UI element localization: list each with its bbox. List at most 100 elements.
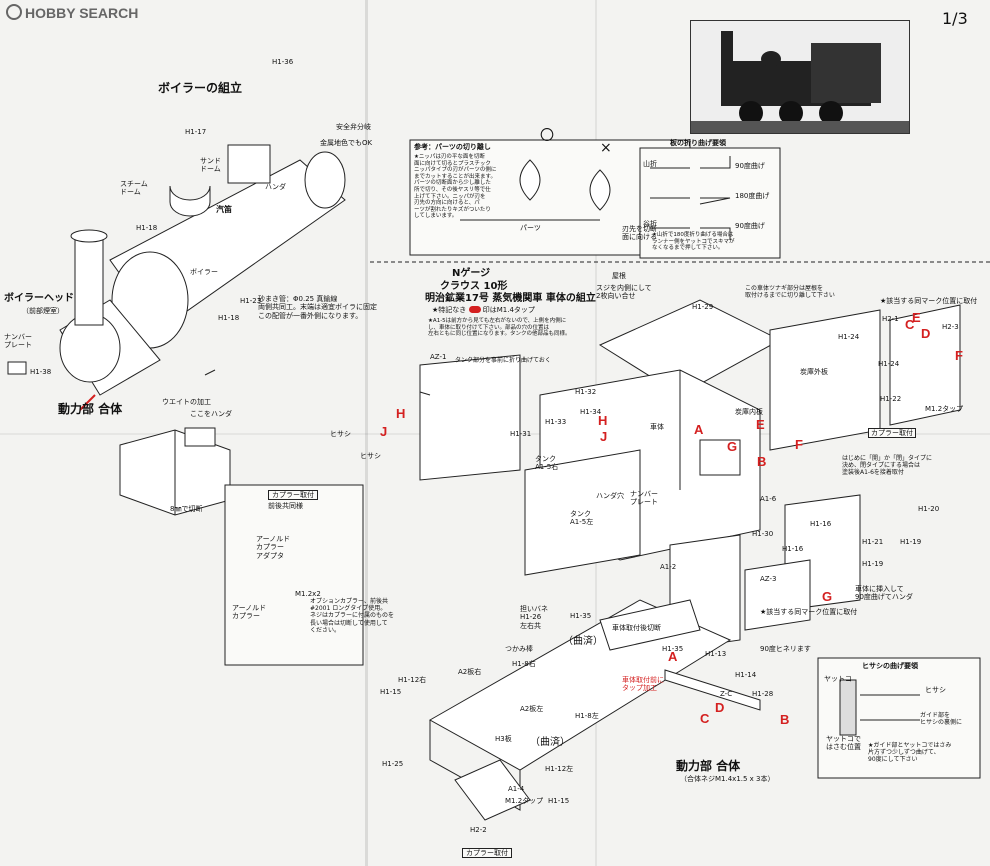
zc-label: Z-C bbox=[720, 690, 733, 698]
part-label-h1-25: H1-25 bbox=[382, 760, 404, 768]
body-handle-note: 車体に挿入して 90度曲げてハンダ bbox=[855, 585, 913, 602]
visor-pliers-position: ヤットコで はさむ位置 bbox=[826, 735, 861, 752]
bend-90-label: 90度曲げ bbox=[735, 162, 765, 170]
visor-label-1: ヒサシ bbox=[330, 430, 351, 438]
part-label-h1-15b: H1-15 bbox=[548, 797, 570, 805]
steam-dome-label: スチーム ドーム bbox=[120, 180, 148, 197]
sand-dome-label: サンド ドーム bbox=[200, 157, 221, 174]
part-label-h1-12l: H1-12左 bbox=[545, 765, 574, 773]
a12-label: A1-2 bbox=[660, 563, 677, 571]
cab-inner-label: 炭庫内板 bbox=[735, 408, 763, 416]
bend-90b-label: 90度曲げ bbox=[735, 222, 765, 230]
tap-note: ★特記なき 印はM1.4タップ bbox=[432, 306, 535, 314]
part-label-h1-24a: H1-24 bbox=[838, 333, 860, 341]
mark-f-body: F bbox=[795, 437, 803, 452]
bend-box-note: ★山折で180度折り曲げる場合は ランナー側をヤットコでスキマが なくなるまで押… bbox=[652, 232, 735, 252]
roof-label: 屋根 bbox=[612, 272, 626, 280]
gauge-label: Nゲージ bbox=[452, 268, 491, 279]
same-mark-top-label: ★該当する同マーク位置に取付 bbox=[880, 297, 978, 305]
mark-e: E bbox=[912, 310, 921, 325]
coupler-box-title: カプラー取付 bbox=[268, 490, 318, 501]
part-label-h1-30: H1-30 bbox=[752, 530, 774, 538]
part-label-a1-4: A1-4 bbox=[508, 785, 525, 793]
part-label-h1-16a: H1-16 bbox=[810, 520, 832, 528]
bend-180-label: 180度曲げ bbox=[735, 192, 770, 200]
body-number-plate-label: ナンバー プレート bbox=[630, 490, 658, 507]
mark-j-1: J bbox=[380, 424, 388, 439]
visor-box-title: ヒサシの曲げ要領 bbox=[862, 662, 918, 670]
m12-tap-frame-label: M1.2タップ bbox=[505, 797, 544, 805]
mark-b-frame: B bbox=[780, 712, 790, 727]
tip-box-title: 参考：パーツの切り離し bbox=[414, 143, 491, 151]
model-title: 明治鉱業17号 蒸気機関車 車体の組立 bbox=[425, 293, 596, 304]
part-label-h1-34: H1-34 bbox=[580, 408, 602, 416]
body-coupler-attach-text: カプラー取付 bbox=[871, 429, 913, 437]
part-label-h1-23: H1-23 bbox=[240, 297, 262, 305]
tip-part-label: パーツ bbox=[520, 224, 541, 232]
solder-here-label: ここをハンダ bbox=[190, 410, 232, 418]
mark-a: A bbox=[694, 422, 704, 437]
part-label-h1-32: H1-32 bbox=[575, 388, 597, 396]
locomotive-photo bbox=[690, 20, 910, 134]
roof-note: スジを内側にして 2枚向い合せ bbox=[596, 284, 652, 301]
az3-label: AZ-3 bbox=[760, 575, 777, 583]
curve-bend-label-1: （曲済） bbox=[563, 636, 603, 647]
part-label-h1-33: H1-33 bbox=[545, 418, 567, 426]
paper-fold-vertical-1 bbox=[365, 0, 368, 866]
cab-outer-label: 炭庫外板 bbox=[800, 368, 828, 376]
mark-h-1: H bbox=[396, 406, 406, 421]
mark-c: C bbox=[905, 317, 915, 332]
part-label-h1-8r: H1-8右 bbox=[512, 660, 536, 668]
same-mark-g-label: ★該当する同マーク位置に取付 bbox=[760, 608, 858, 616]
bend-outer-fold: 山折 bbox=[643, 160, 657, 168]
boiler-label: ボイラー bbox=[190, 268, 218, 276]
weight-process-label: ウエイトの加工 bbox=[162, 398, 211, 406]
part-label-h1-38: H1-38 bbox=[30, 368, 52, 376]
visor-guide-label: ガイド部を ヒサシの裏側に bbox=[920, 712, 963, 727]
blade-note: 刃先を切断 面に向ける bbox=[622, 225, 657, 242]
part-label-h1-12r: H1-12右 bbox=[398, 676, 427, 684]
side-panel-note: はじめに「開」か「閉」タイプに 決め、閉タイプにする場合は 塗装後A1-6を接着… bbox=[842, 455, 933, 477]
mark-d: D bbox=[921, 326, 931, 341]
part-label-h1-17: H1-17 bbox=[185, 128, 207, 136]
mark-b: B bbox=[757, 454, 767, 469]
frame-tap-note: 車体取付前に タップ加工 bbox=[622, 676, 664, 693]
boiler-head-label: ボイラーヘッド bbox=[4, 293, 74, 304]
ng-mark: × bbox=[600, 140, 612, 156]
part-label-h1-22: H1-22 bbox=[880, 395, 902, 403]
mark-h-2: H bbox=[598, 413, 608, 428]
boiler-head-sub-label: （前部煙室） bbox=[22, 307, 64, 315]
mark-g: G bbox=[727, 439, 738, 454]
powertrain-combine-label: 動力部 合体 bbox=[58, 402, 123, 416]
class-label: クラウス 10形 bbox=[440, 281, 508, 292]
mark-g-az3: G bbox=[822, 589, 833, 604]
part-label-h1-14: H1-14 bbox=[735, 671, 757, 679]
part-label-h2-3: H2-3 bbox=[942, 323, 959, 331]
part-label-h1-18b: H1-18 bbox=[218, 314, 240, 322]
car-body-label: 車体 bbox=[650, 423, 664, 431]
bend-inner-fold: 谷折 bbox=[643, 220, 657, 228]
handrail-label: つかみ棒 bbox=[505, 645, 533, 653]
bend-box-title: 板の折り曲げ要領 bbox=[670, 139, 726, 147]
curve-bend-label-2: （曲済） bbox=[530, 737, 570, 748]
whistle-label: 汽笛 bbox=[216, 205, 232, 214]
plate-note: ★A1-5は前方から見ても左右がないので、上側を内側に し、車体に取り付けて下さ… bbox=[428, 318, 571, 338]
arnold-coupler-label: アーノルド カプラー bbox=[232, 604, 267, 621]
coupler-option-note: オプションカプラー、前後共 #2001 ロングタイプ使用。 ネジはカプラーに付属… bbox=[310, 598, 395, 634]
mark-c-frame: C bbox=[700, 711, 710, 726]
part-label-h1-36: H1-36 bbox=[272, 58, 294, 66]
tap-red-dot-icon bbox=[468, 306, 481, 313]
part-label-h1-8l: H1-8左 bbox=[575, 712, 599, 720]
mark-j-2: J bbox=[600, 429, 608, 444]
part-label-h1-16b: H1-16 bbox=[782, 545, 804, 553]
part-label-h1-29: H1-29 bbox=[692, 303, 714, 311]
number-plate-label: ナンバー プレート bbox=[4, 333, 32, 350]
boiler-assembly-title: ボイラーの組立 bbox=[158, 81, 243, 95]
arnold-adapter-label: アーノルド カプラー アダプタ bbox=[256, 535, 291, 560]
mark-d-frame: D bbox=[715, 700, 725, 715]
visor-pliers-label: ヤットコ bbox=[824, 675, 852, 683]
tap-note-text: ★特記なき bbox=[432, 306, 467, 314]
part-label-h1-35a: H1-35 bbox=[570, 612, 592, 620]
mark-e-body: E bbox=[756, 417, 765, 432]
